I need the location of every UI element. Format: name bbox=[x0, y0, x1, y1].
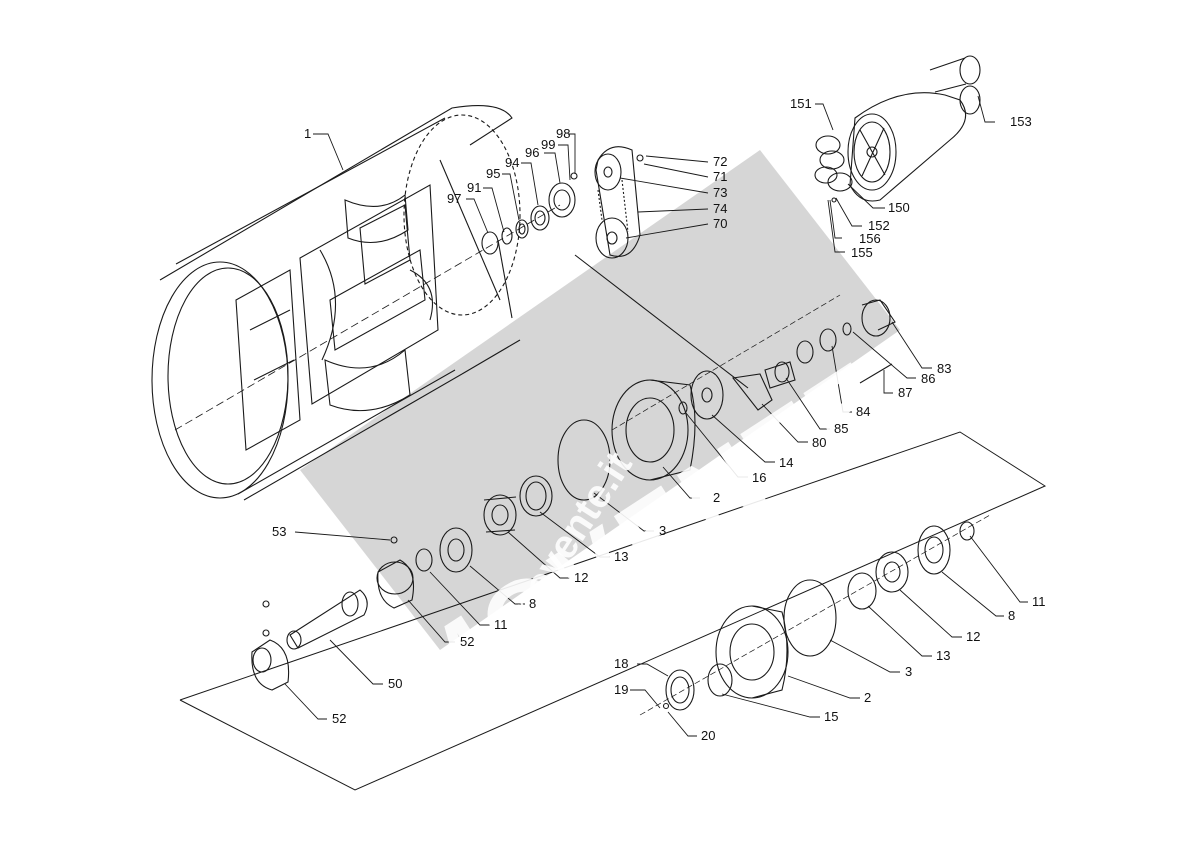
callout-150: 150 bbox=[888, 200, 910, 215]
callout-84: 84 bbox=[856, 404, 871, 419]
callout-13-lower: 13 bbox=[936, 648, 951, 663]
callout-1: 1 bbox=[304, 126, 312, 141]
callout-52-lower: 52 bbox=[332, 711, 347, 726]
callout-14: 14 bbox=[779, 455, 794, 470]
watermark-band bbox=[300, 150, 900, 650]
callout-70: 70 bbox=[713, 216, 728, 231]
callout-11-lower: 11 bbox=[1032, 594, 1046, 609]
callout-8-lower: 8 bbox=[1008, 608, 1016, 623]
callout-99: 99 bbox=[541, 137, 556, 152]
drum-inner-frame bbox=[235, 184, 439, 451]
callout-91: 91 bbox=[467, 180, 482, 195]
callout-97: 97 bbox=[447, 191, 462, 206]
callout-151: 151 bbox=[790, 96, 812, 111]
callout-95: 95 bbox=[486, 166, 501, 181]
callout-94: 94 bbox=[505, 155, 520, 170]
callout-2-upper: 2 bbox=[713, 490, 721, 505]
callout-74: 74 bbox=[713, 201, 728, 216]
callout-156: 156 bbox=[859, 231, 881, 246]
callout-12-upper: 12 bbox=[574, 570, 589, 585]
seal-stack-97-98 bbox=[481, 172, 578, 255]
callout-72: 72 bbox=[713, 154, 728, 169]
callout-80: 80 bbox=[812, 435, 827, 450]
callout-8-upper: 8 bbox=[529, 596, 537, 611]
callout-98: 98 bbox=[556, 126, 571, 141]
frame-outline bbox=[179, 431, 1047, 791]
callout-3-lower: 3 bbox=[905, 664, 913, 679]
lower-hub-stack bbox=[662, 521, 975, 711]
callout-15: 15 bbox=[824, 709, 839, 724]
middle-bearing-stack bbox=[415, 475, 553, 573]
callout-73: 73 bbox=[713, 185, 728, 200]
callout-11-upper: 11 bbox=[494, 617, 508, 632]
callout-87: 87 bbox=[898, 385, 913, 400]
callout-155: 155 bbox=[851, 245, 873, 260]
drum-shell bbox=[151, 105, 561, 501]
callout-12-lower: 12 bbox=[966, 629, 981, 644]
callout-83: 83 bbox=[937, 361, 952, 376]
leader-lines bbox=[284, 95, 1028, 737]
callout-50: 50 bbox=[388, 676, 403, 691]
impeller-assembly bbox=[814, 55, 981, 203]
callout-20: 20 bbox=[701, 728, 716, 743]
callout-86: 86 bbox=[921, 371, 936, 386]
callout-152: 152 bbox=[868, 218, 890, 233]
callout-71: 71 bbox=[713, 169, 728, 184]
callout-52-upper: 52 bbox=[460, 634, 475, 649]
callout-53: 53 bbox=[272, 524, 287, 539]
callout-16: 16 bbox=[752, 470, 767, 485]
callout-96: 96 bbox=[525, 145, 540, 160]
callout-18: 18 bbox=[614, 656, 629, 671]
callout-3-upper: 3 bbox=[659, 523, 667, 538]
callout-2-lower: 2 bbox=[864, 690, 872, 705]
callout-85: 85 bbox=[834, 421, 849, 436]
callout-13-upper: 13 bbox=[614, 549, 629, 564]
callout-19: 19 bbox=[614, 682, 629, 697]
callout-153: 153 bbox=[1010, 114, 1032, 129]
